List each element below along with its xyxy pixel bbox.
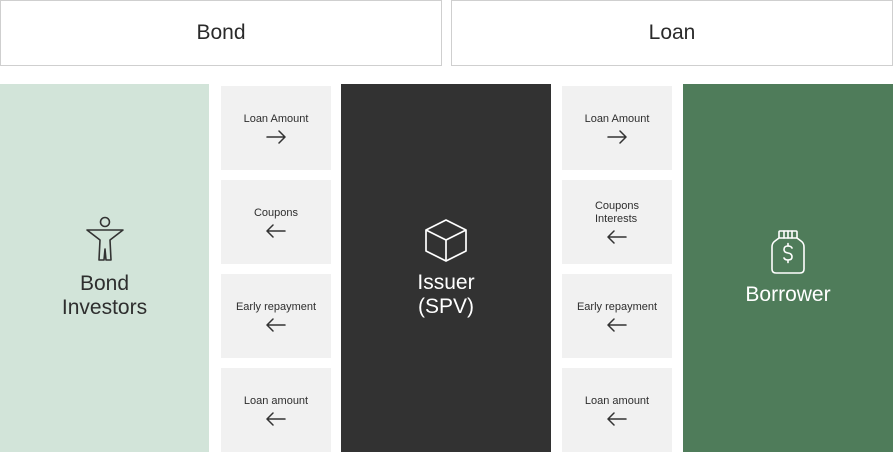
arrow-right-icon [266,129,286,144]
loan-header-label: Loan [648,21,696,44]
issuer-panel: Issuer (SPV) [341,84,551,452]
arrow-left-icon [607,230,627,244]
box-icon [425,219,467,262]
bond-investors-panel: Bond Investors [0,84,209,452]
flow-label: Loan amount [243,394,309,407]
arrow-right-icon [607,129,627,144]
flow-label: Coupons Interests [594,200,640,225]
bond-header-label: Bond [196,21,246,44]
arrow-left-icon [266,411,286,426]
flow-label: Early repayment [235,300,317,313]
flow-box: Early repayment [562,274,672,358]
bond-header: Bond [0,0,442,66]
flow-box: Early repayment [221,274,331,358]
flow-box: Loan Amount [562,86,672,170]
flow-label: Coupons [253,206,299,219]
flow-label: Loan Amount [584,112,650,125]
flow-label: Loan Amount [243,112,309,125]
flow-label: Loan amount [584,394,650,407]
money-bag-icon [771,230,805,274]
flow-box: Loan amount [221,368,331,452]
borrower-label: Borrower [745,283,831,306]
person-icon [85,216,124,261]
bond-investors-label: Bond Investors [61,272,148,319]
issuer-label: Issuer (SPV) [417,271,475,318]
borrower-panel: Borrower [683,84,893,452]
loan-flows: Loan Amount Coupons Interests Early repa… [562,84,672,452]
flow-box: Coupons Interests [562,180,672,264]
flow-label: Early repayment [576,300,658,313]
flow-box: Loan Amount [221,86,331,170]
arrow-left-icon [607,317,627,332]
loan-header: Loan [451,0,893,66]
flow-box: Loan amount [562,368,672,452]
arrow-left-icon [266,317,286,332]
arrow-left-icon [266,223,286,238]
bond-flows: Loan Amount Coupons Early repayment Loan… [221,84,331,452]
flow-box: Coupons [221,180,331,264]
arrow-left-icon [607,411,627,426]
